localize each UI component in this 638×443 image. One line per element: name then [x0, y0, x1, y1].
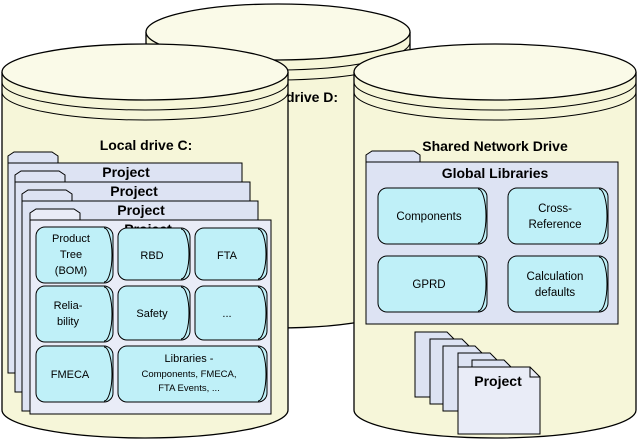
- module-label: Libraries -Components, FMECA,FTA Events,…: [141, 353, 236, 394]
- drive-c-label: Local drive C:: [100, 137, 193, 153]
- shared-project-label: Project: [474, 373, 522, 389]
- library-cylinder[interactable]: Cross-Reference: [507, 187, 609, 245]
- module-cylinder[interactable]: Libraries -Components, FMECA,FTA Events,…: [117, 345, 268, 403]
- drive-c: Local drive C: Project Project Project: [1, 43, 289, 439]
- library-label: Components: [396, 211, 461, 223]
- library-cylinder[interactable]: GPRD: [377, 255, 488, 313]
- module-label: RBD: [140, 250, 163, 262]
- module-label: FTA: [217, 250, 238, 262]
- project-folder-label: Project: [117, 202, 165, 218]
- module-cylinder[interactable]: ...: [194, 285, 268, 341]
- module-cylinder[interactable]: Safety: [117, 285, 191, 341]
- library-label: Cross-Reference: [528, 203, 581, 231]
- shared-drive-label: Shared Network Drive: [422, 138, 568, 154]
- module-cylinder[interactable]: RBD: [117, 227, 191, 281]
- library-label: GPRD: [412, 279, 445, 291]
- global-libraries-title: Global Libraries: [442, 165, 549, 181]
- module-label: Relia-bility: [54, 300, 83, 328]
- module-cylinder[interactable]: Relia-bility: [35, 285, 114, 343]
- global-libraries-folder[interactable]: Global Libraries Components Cross-Refere…: [365, 150, 619, 325]
- module-label: Safety: [136, 308, 168, 320]
- shared-project-stack: Project: [414, 331, 541, 435]
- shared-network-drive: Shared Network Drive Global Libraries Co…: [353, 43, 637, 439]
- module-cylinder[interactable]: FMECA: [35, 345, 114, 403]
- project-folder-label: Project: [102, 164, 150, 180]
- drive-d-label: drive D:: [286, 89, 338, 105]
- project-folder-label: Project: [110, 183, 158, 199]
- module-cylinder[interactable]: FTA: [194, 227, 268, 281]
- module-label: FMECA: [51, 369, 90, 381]
- library-cylinder[interactable]: Components: [377, 187, 488, 245]
- shared-project-document[interactable]: Project: [457, 366, 541, 435]
- module-label: ...: [222, 308, 231, 320]
